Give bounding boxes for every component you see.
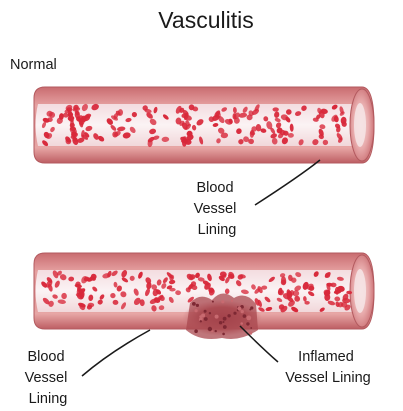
top-callout-line-1: Blood: [196, 180, 233, 196]
inflamed-callout-line-1: Inflamed: [298, 349, 354, 365]
inflammation-speck: [243, 314, 247, 318]
inflammation-speck: [211, 330, 213, 332]
inflammation-speck: [215, 330, 217, 332]
inflamed-lining-callout: Inflamed Vessel Lining: [240, 326, 371, 386]
inflammation-speck: [231, 300, 233, 302]
diagram-title: Vasculitis: [158, 7, 253, 33]
top-vessel-lining-callout: Blood Vessel Lining: [194, 160, 320, 238]
blood-cell: [273, 107, 279, 111]
svg-text:Blood Vessel Linin: Blood Vessel Lining: [194, 180, 241, 238]
inflammation-speck: [196, 304, 199, 307]
bottom-vessel-lining-callout: Blood Vessel Lining: [25, 330, 150, 407]
inflammation-speck: [250, 327, 252, 329]
bottom-callout-line-1: Blood: [27, 349, 64, 365]
inflammation-speck: [249, 309, 251, 311]
inflammation-speck: [223, 317, 227, 321]
svg-text:Blood Vessel Linin: Blood Vessel Lining: [25, 349, 72, 407]
inflammation-speck: [246, 316, 251, 321]
inflammation-speck: [209, 312, 211, 314]
inflammation-speck: [200, 320, 202, 322]
top-callout-line-3: Lining: [198, 222, 237, 238]
inflamed-callout-line-2: Vessel Lining: [285, 370, 370, 386]
inflamed-lining-region: [182, 293, 262, 339]
normal-vessel: [34, 87, 374, 163]
inflammation-speck: [212, 301, 214, 303]
inflammation-speck: [221, 300, 224, 303]
inflammation-speck: [194, 329, 198, 333]
inflammation-speck: [233, 312, 236, 315]
inflammation-speck: [246, 322, 249, 325]
inflammation-speck: [241, 310, 244, 313]
normal-heading: Normal: [10, 57, 57, 73]
bottom-callout-line-3: Lining: [29, 391, 68, 407]
inflammation-speck: [227, 314, 230, 317]
inflammation-speck: [208, 327, 212, 331]
inflammation-speck: [222, 333, 225, 336]
inflammation-speck: [192, 302, 196, 306]
inflamed-vessel: [34, 253, 374, 339]
inflammation-speck: [223, 321, 225, 323]
inflammation-speck: [204, 310, 207, 313]
inflammation-speck: [219, 321, 222, 324]
inflammation-speck: [223, 325, 227, 329]
top-callout-line-2: Vessel: [194, 201, 237, 217]
inflammation-speck: [240, 322, 243, 325]
blood-cell: [75, 111, 80, 119]
bottom-callout-line-2: Vessel: [25, 370, 68, 386]
inflammation-speck: [201, 314, 205, 318]
inflammation-speck: [238, 307, 242, 311]
inflammation-speck: [195, 309, 198, 312]
inflammation-speck: [204, 317, 208, 321]
inflammation-speck: [215, 315, 219, 319]
svg-text:Inflamed Vessel Lining: Inflamed Vessel Lining: [285, 349, 370, 386]
